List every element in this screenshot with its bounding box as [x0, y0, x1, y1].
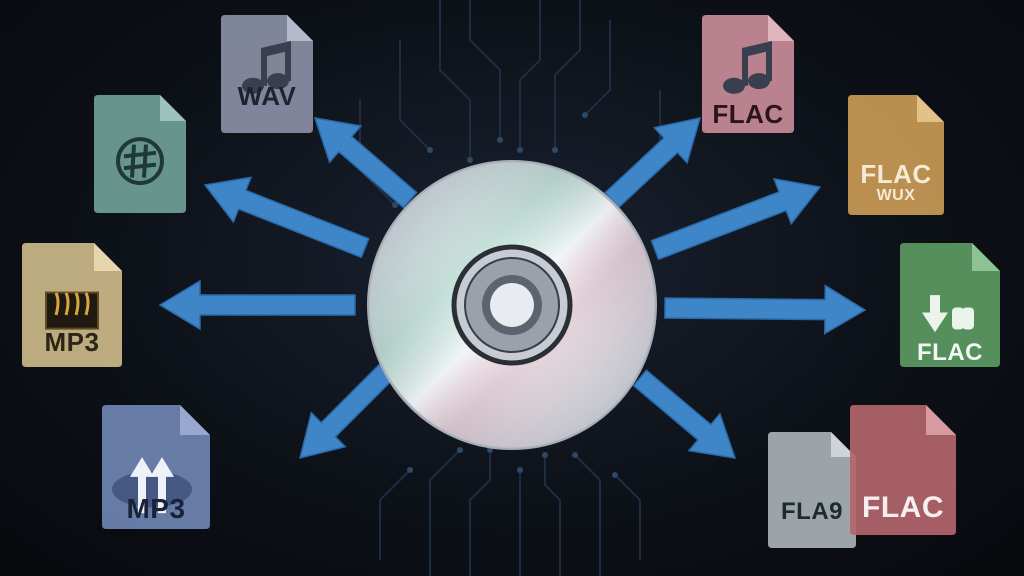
- file-icon-mp3-left: MP3: [22, 243, 122, 367]
- document-icon: [702, 15, 794, 133]
- file-format-label: FLAC: [917, 339, 983, 366]
- document-icon: [102, 405, 210, 529]
- document-icon: [221, 15, 313, 133]
- music-sharp-icon: [116, 137, 164, 186]
- arrow-8: [632, 369, 737, 459]
- file-format-label: FLAC: [712, 99, 784, 129]
- conversion-arrows: [158, 117, 867, 460]
- arrow-2: [203, 176, 370, 259]
- file-format-label: FLA9: [781, 498, 843, 525]
- arrow-1: [313, 117, 418, 209]
- file-icon-flac-bottom-right: FLAC: [850, 405, 956, 535]
- document-icon: [900, 243, 1000, 367]
- document-icon: [850, 405, 956, 535]
- file-format-label: FLAC: [862, 491, 944, 524]
- file-format-label: MP3: [126, 493, 186, 524]
- file-icon-wav-top-left: WAV: [221, 15, 313, 133]
- download-icon: [922, 295, 974, 333]
- document-icon: [768, 432, 856, 548]
- waveform-icon: [45, 291, 99, 330]
- file-icon-hash-left: [94, 95, 186, 213]
- file-icon-mp3-bottom-left: MP3: [102, 405, 210, 529]
- file-icon-flac-right: FLAC: [900, 243, 1000, 367]
- file-icon-fla9-bottom-right: FLA9: [768, 432, 856, 548]
- file-sublabel: WUX: [876, 187, 916, 204]
- compact-disc-icon: [367, 160, 657, 450]
- music-note-icon: [723, 40, 772, 94]
- document-icon: [848, 95, 944, 215]
- music-note-icon: [242, 40, 291, 94]
- file-icon-flac-top-right: FLAC: [702, 15, 794, 133]
- arrow-4: [298, 359, 399, 460]
- arrow-7: [664, 284, 867, 335]
- arrow-5: [604, 117, 702, 209]
- upload-arrows-icon: [112, 457, 192, 514]
- file-format-label: FLAC: [860, 159, 932, 189]
- arrow-6: [650, 177, 822, 261]
- document-icon: [94, 95, 186, 213]
- circuit-nodes: [392, 112, 633, 478]
- file-format-label: WAV: [237, 81, 297, 111]
- arrow-3: [158, 279, 356, 331]
- document-icon: [22, 243, 122, 367]
- circuit-lines: [359, 0, 661, 576]
- file-format-label: MP3: [44, 327, 100, 357]
